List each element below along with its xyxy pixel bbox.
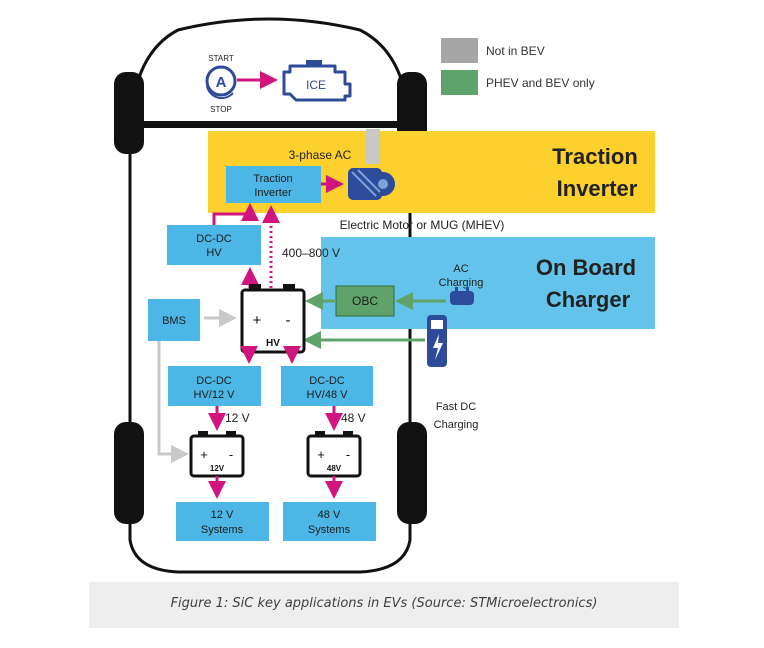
hv-battery-plus: + xyxy=(253,312,262,329)
battery-48v-label: 48V xyxy=(327,464,342,473)
motor-label: Electric Motor or MUG (MHEV) xyxy=(340,218,505,232)
ac-plug-icon xyxy=(450,287,474,305)
dcdc-48-line1: DC-DC xyxy=(309,375,344,387)
wheel-front-left xyxy=(114,72,144,154)
dcdc-hv-line2: HV xyxy=(206,247,222,259)
battery-48v-icon xyxy=(306,431,362,478)
systems-12v-line1: 12 V xyxy=(211,509,234,521)
legend-swatch-not-in-bev xyxy=(441,38,478,63)
arrow-dcdc-hv-to-inverter xyxy=(212,203,259,225)
dcdc-48-block xyxy=(281,366,373,406)
wheel-rear-right xyxy=(397,422,427,524)
ice-shaft xyxy=(366,129,380,164)
ac-charging-line2: Charging xyxy=(439,277,484,289)
legend-label-not-in-bev: Not in BEV xyxy=(486,44,545,58)
traction-inverter-block xyxy=(226,166,321,203)
fast-dc-line1: Fast DC xyxy=(436,401,476,413)
systems-12v-block xyxy=(176,502,269,541)
obc-label: OBC xyxy=(352,294,378,308)
battery-12v-plus: + xyxy=(200,447,208,462)
obc-title-1: On Board xyxy=(536,255,636,280)
hv-battery-label: HV xyxy=(266,338,280,349)
battery-12v-label: 12V xyxy=(210,464,225,473)
stop-label: STOP xyxy=(210,105,232,114)
figure-caption-bar: Figure 1: SiC key applications in EVs (S… xyxy=(89,582,679,628)
arrow-bms-to-12v xyxy=(157,341,189,463)
three-phase-label: 3-phase AC xyxy=(289,148,352,162)
battery-48v-plus: + xyxy=(317,447,325,462)
ac-charging-line1: AC xyxy=(453,263,468,275)
battery-12v-minus: - xyxy=(229,447,233,462)
dcdc-hv-line1: DC-DC xyxy=(196,233,231,245)
bms-block xyxy=(148,299,200,341)
front-axle xyxy=(140,121,402,128)
dcdc-12-block xyxy=(168,366,261,406)
start-label: START xyxy=(208,54,234,63)
fast-dc-line2: Charging xyxy=(434,419,479,431)
legend-swatch-phev-bev xyxy=(441,70,478,95)
bms-label: BMS xyxy=(162,315,186,327)
obc-block xyxy=(335,285,395,317)
traction-inverter-title-1: Traction xyxy=(552,144,638,169)
start-stop-letter: A xyxy=(216,74,227,91)
obc-title-2: Charger xyxy=(546,287,631,312)
start-stop-arc xyxy=(206,85,234,100)
dcdc-12-line1: DC-DC xyxy=(196,375,231,387)
systems-12v-line2: Systems xyxy=(201,524,244,536)
dcdc-12-line2: HV/12 V xyxy=(194,389,236,401)
dcdc-hv-block xyxy=(167,225,261,265)
systems-48v-line1: 48 V xyxy=(318,509,341,521)
systems-48v-line2: Systems xyxy=(308,524,351,536)
electric-motor-icon xyxy=(348,168,395,200)
hv-battery-icon xyxy=(240,284,306,354)
traction-inverter-title-2: Inverter xyxy=(557,176,638,201)
figure-caption: Figure 1: SiC key applications in EVs (S… xyxy=(170,596,598,611)
hv-voltage-label: 400–800 V xyxy=(282,246,340,260)
start-stop-button-icon xyxy=(205,65,237,97)
battery-48v-minus: - xyxy=(346,447,350,462)
wheel-rear-left xyxy=(114,422,144,524)
v48-label: 48 V xyxy=(341,411,366,425)
traction-inverter-block-line1: Traction xyxy=(253,173,292,185)
fast-dc-charger-icon xyxy=(427,315,447,367)
ice-label: ICE xyxy=(306,78,326,92)
engine-icon xyxy=(282,60,352,102)
legend-label-phev-bev: PHEV and BEV only xyxy=(486,76,595,90)
hv-battery-minus: - xyxy=(286,312,291,329)
systems-48v-block xyxy=(283,502,376,541)
traction-inverter-block-line2: Inverter xyxy=(254,187,292,199)
v12-label: 12 V xyxy=(225,411,250,425)
dcdc-48-line2: HV/48 V xyxy=(307,389,349,401)
